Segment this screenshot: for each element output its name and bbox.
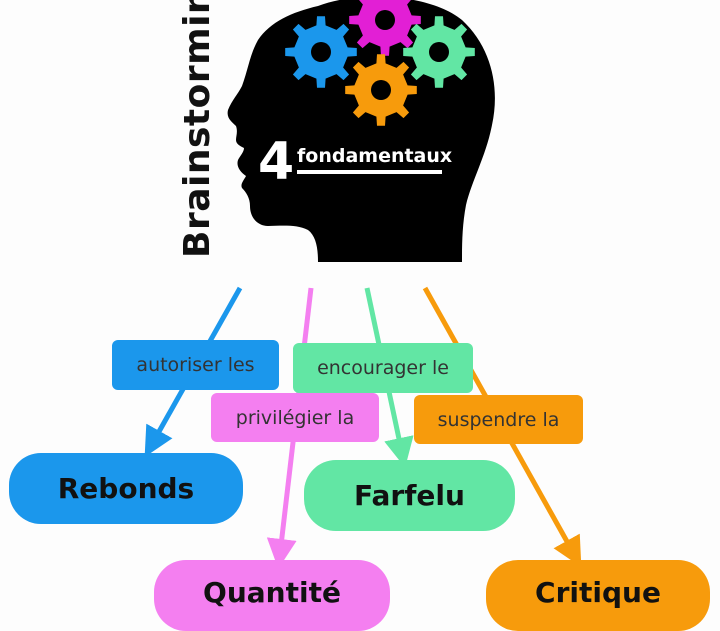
edge-label-critique: suspendre la [414,395,583,444]
edge-label-farfelu: encourager le [293,343,473,393]
gear-icon-green [403,16,475,88]
subtitle-underline [297,170,442,174]
node-rebonds[interactable]: Rebonds [9,453,243,524]
node-critique[interactable]: Critique [486,560,710,631]
node-farfelu[interactable]: Farfelu [304,460,515,531]
subtitle-number: 4 [258,132,295,192]
gear-icon-orange [345,54,417,126]
gear-icon-magenta [349,0,421,56]
gear-icon-blue [285,16,357,88]
node-quantite[interactable]: Quantité [154,560,390,631]
subtitle-text: fondamentaux [297,145,453,167]
page-title: Brainstorming [177,0,218,258]
edge-label-quantite: privilégier la [211,393,379,442]
edge-label-rebonds: autoriser les [112,340,279,390]
mind-map: Brainstorming 4 fondamentaux autoriser l… [9,0,710,631]
